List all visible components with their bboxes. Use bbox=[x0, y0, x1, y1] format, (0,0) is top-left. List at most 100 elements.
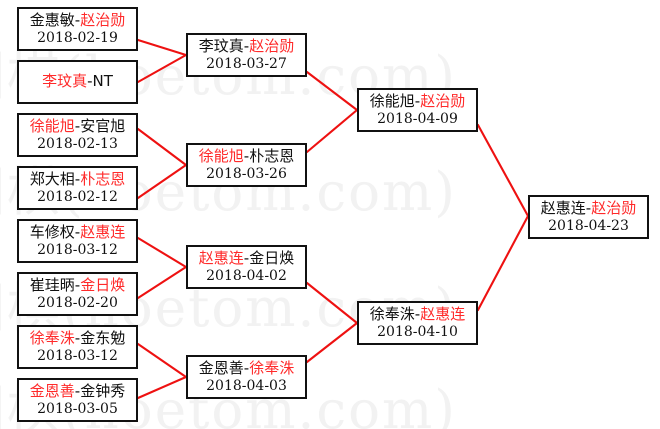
player-left: 徐能旭 bbox=[369, 91, 415, 110]
connector-r1m2-r2m1 bbox=[136, 53, 188, 84]
player-right: 徐奉洙 bbox=[249, 358, 295, 377]
match-box-r1m2[interactable]: 李玟真-NT bbox=[17, 60, 138, 104]
player-left: 徐奉洙 bbox=[29, 328, 75, 347]
match-date: 2018-02-19 bbox=[37, 29, 118, 46]
match-players: 金惠敏-赵治勋 bbox=[29, 10, 126, 30]
match-players: 徐能旭-朴志恩 bbox=[198, 146, 295, 166]
player-separator: - bbox=[74, 116, 81, 135]
player-right: 安官旭 bbox=[80, 116, 126, 135]
player-right: NT bbox=[92, 72, 113, 91]
player-right: 赵治勋 bbox=[420, 91, 466, 110]
connector-r1m1-r2m1 bbox=[136, 38, 188, 57]
player-left: 李玟真 bbox=[198, 36, 244, 55]
player-left: 赵惠连 bbox=[540, 198, 586, 217]
match-players: 赵惠连-赵治勋 bbox=[540, 198, 637, 218]
connector-r3m2-fm1 bbox=[476, 214, 530, 312]
match-date: 2018-02-12 bbox=[37, 188, 118, 205]
player-left: 徐能旭 bbox=[29, 116, 75, 135]
connector-r1m4-r2m2 bbox=[136, 163, 188, 200]
player-left: 赵惠连 bbox=[198, 248, 244, 267]
player-left: 郑大相 bbox=[29, 169, 75, 188]
player-right: 赵惠连 bbox=[420, 304, 466, 323]
player-left: 金恩善 bbox=[198, 358, 244, 377]
player-left: 徐能旭 bbox=[198, 146, 244, 165]
connector-r2m1-r3m1 bbox=[305, 70, 359, 112]
connector-r1m5-r2m3 bbox=[136, 236, 188, 269]
match-players: 车修权-赵惠连 bbox=[29, 222, 126, 242]
match-players: 李玟真-赵治勋 bbox=[198, 36, 295, 56]
player-separator: - bbox=[243, 36, 250, 55]
player-right: 金东勉 bbox=[80, 328, 126, 347]
player-left: 崔珪昞 bbox=[29, 275, 75, 294]
player-right: 赵惠连 bbox=[80, 222, 126, 241]
player-right: 朴志恩 bbox=[249, 146, 295, 165]
match-players: 徐奉洙-金东勉 bbox=[29, 328, 126, 348]
player-separator: - bbox=[243, 146, 250, 165]
player-separator: - bbox=[87, 72, 93, 91]
player-separator: - bbox=[414, 91, 421, 110]
connector-r1m6-r2m3 bbox=[136, 265, 188, 300]
match-date: 2018-03-05 bbox=[37, 400, 118, 417]
player-right: 金钟秀 bbox=[80, 381, 126, 400]
player-right: 赵治勋 bbox=[80, 10, 126, 29]
player-separator: - bbox=[74, 10, 81, 29]
match-players: 崔珪昞-金日焕 bbox=[29, 275, 126, 295]
player-separator: - bbox=[74, 381, 81, 400]
player-left: 金惠敏 bbox=[29, 10, 75, 29]
match-players: 郑大相-朴志恩 bbox=[29, 169, 126, 189]
match-date: 2018-04-03 bbox=[206, 377, 287, 394]
match-date: 2018-04-02 bbox=[206, 267, 287, 284]
match-date: 2018-03-12 bbox=[37, 241, 118, 258]
player-separator: - bbox=[74, 275, 81, 294]
match-players: 赵惠连-金日焕 bbox=[198, 248, 295, 268]
match-players: 金恩善-徐奉洙 bbox=[198, 358, 295, 378]
player-left: 金恩善 bbox=[29, 381, 75, 400]
connector-r2m2-r3m1 bbox=[305, 108, 359, 154]
player-right: 金日焕 bbox=[80, 275, 126, 294]
player-left: 徐奉洙 bbox=[369, 304, 415, 323]
player-left: 车修权 bbox=[29, 222, 75, 241]
match-date: 2018-04-09 bbox=[377, 110, 458, 127]
match-players: 徐奉洙-赵惠连 bbox=[369, 304, 466, 324]
player-left: 李玟真 bbox=[42, 72, 88, 91]
player-right: 赵治勋 bbox=[591, 198, 637, 217]
player-separator: - bbox=[585, 198, 592, 217]
match-players: 徐能旭-安官旭 bbox=[29, 116, 126, 136]
match-players: 李玟真-NT bbox=[42, 72, 113, 91]
player-separator: - bbox=[74, 169, 81, 188]
player-separator: - bbox=[414, 304, 421, 323]
player-right: 金日焕 bbox=[249, 248, 295, 267]
match-players: 金恩善-金钟秀 bbox=[29, 381, 126, 401]
match-date: 2018-03-12 bbox=[37, 347, 118, 364]
player-separator: - bbox=[243, 248, 250, 267]
match-date: 2018-03-27 bbox=[206, 55, 287, 72]
match-players: 徐能旭-赵治勋 bbox=[369, 91, 466, 111]
player-separator: - bbox=[74, 328, 81, 347]
player-right: 朴志恩 bbox=[80, 169, 126, 188]
match-date: 2018-04-23 bbox=[548, 217, 629, 234]
match-date: 2018-03-26 bbox=[206, 165, 287, 182]
connector-r2m4-r3m2 bbox=[305, 321, 359, 364]
connector-r3m1-fm1 bbox=[476, 123, 530, 218]
player-right: 赵治勋 bbox=[249, 36, 295, 55]
connector-r1m7-r2m4 bbox=[136, 342, 188, 379]
connector-r1m3-r2m2 bbox=[136, 127, 188, 167]
match-date: 2018-04-10 bbox=[377, 323, 458, 340]
connector-r2m3-r3m2 bbox=[305, 281, 359, 325]
match-date: 2018-02-20 bbox=[37, 294, 118, 311]
